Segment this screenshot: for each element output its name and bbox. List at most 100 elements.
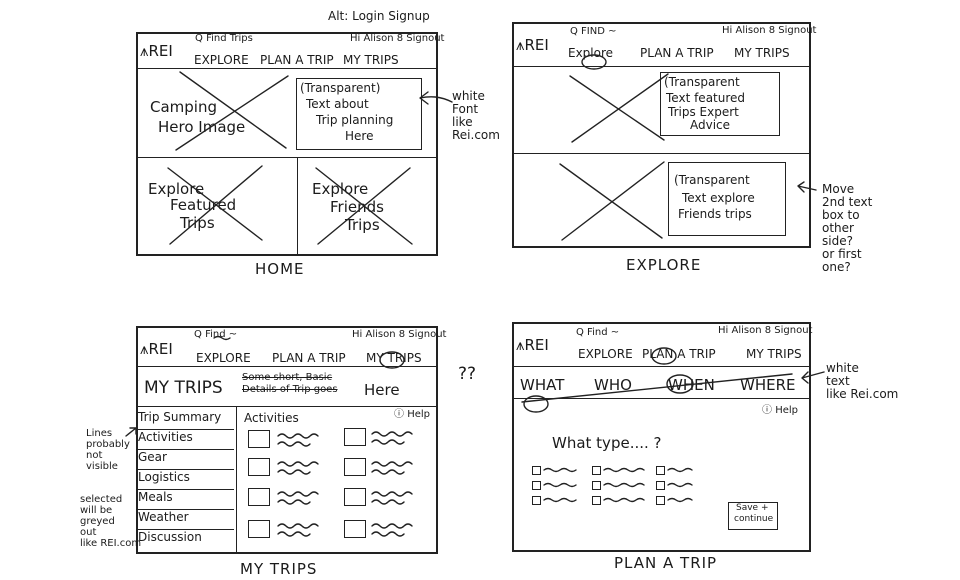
home-account[interactable]: Hi Alison 8 Signout bbox=[350, 33, 445, 44]
plan-question: What type.... ? bbox=[552, 434, 662, 452]
home-tile-featured[interactable]: Trips bbox=[180, 214, 215, 232]
option-checkbox[interactable] bbox=[532, 466, 541, 475]
home-tile-featured[interactable]: Explore bbox=[148, 180, 205, 198]
help-icon: ⓘ bbox=[762, 405, 776, 416]
mytrips-nav-plan-a-trip[interactable]: PLAN A TRIP bbox=[272, 351, 346, 365]
mytrips-question-marks: ?? bbox=[458, 364, 477, 384]
mytrips-nav-my-trips[interactable]: MY TRIPS bbox=[366, 351, 422, 365]
save-button-label: continue bbox=[734, 514, 774, 524]
activity-thumbnail[interactable] bbox=[344, 428, 366, 446]
option-checkbox[interactable] bbox=[592, 481, 601, 490]
home-tile-friends[interactable]: Explore bbox=[312, 180, 369, 198]
mytrips-search[interactable]: Q Find ~ bbox=[194, 329, 238, 340]
plan-step-what[interactable]: WHAT bbox=[520, 376, 565, 394]
mytrips-section-title: Activities bbox=[244, 411, 299, 425]
rei-logo-icon: ⩚ bbox=[140, 340, 149, 358]
home-overlay-box bbox=[296, 78, 422, 150]
explore-account[interactable]: Hi Alison 8 Signout bbox=[722, 25, 817, 36]
explore-overlay-line: Advice bbox=[690, 118, 731, 132]
home-overlay-line: Text about bbox=[306, 97, 369, 111]
activity-thumbnail[interactable] bbox=[248, 430, 270, 448]
mytrips-help[interactable]: ⓘ Help bbox=[394, 409, 430, 420]
mytrips-subheading: Here bbox=[364, 381, 400, 399]
search-icon: Q bbox=[194, 329, 206, 340]
home-header-divider bbox=[136, 68, 438, 69]
option-checkbox[interactable] bbox=[532, 481, 541, 490]
home-nav-explore[interactable]: EXPLORE bbox=[194, 53, 249, 67]
sidebar-item-activities[interactable]: Activities bbox=[138, 430, 234, 450]
mytrips-sidebar-divider bbox=[236, 406, 237, 554]
activity-thumbnail[interactable] bbox=[248, 458, 270, 476]
option-checkbox[interactable] bbox=[592, 466, 601, 475]
plan-search[interactable]: Q Find ~ bbox=[576, 327, 620, 338]
plan-help[interactable]: ⓘ Help bbox=[762, 405, 798, 416]
explore-overlay-line: Text explore bbox=[682, 191, 755, 205]
option-checkbox[interactable] bbox=[656, 496, 665, 505]
home-caption: HOME bbox=[255, 260, 305, 278]
search-icon: Q bbox=[195, 33, 207, 44]
home-hero-divider bbox=[136, 157, 438, 158]
rei-logo-icon: ⩚ bbox=[516, 336, 525, 354]
plan-logo[interactable]: ⩚REI bbox=[516, 336, 549, 354]
sidebar-item-gear[interactable]: Gear bbox=[138, 450, 234, 470]
home-nav-my-trips[interactable]: MY TRIPS bbox=[343, 53, 399, 67]
home-nav-plan-a-trip[interactable]: PLAN A TRIP bbox=[260, 53, 334, 67]
explore-overlay-line: (Transparent bbox=[664, 75, 740, 89]
sidebar-item-discussion[interactable]: Discussion bbox=[138, 530, 202, 544]
home-hero-label-2: Hero Image bbox=[158, 118, 246, 136]
activity-thumbnail[interactable] bbox=[344, 458, 366, 476]
plan-step-when[interactable]: WHEN bbox=[668, 376, 715, 394]
plan-nav-plan-a-trip[interactable]: PLAN A TRIP bbox=[642, 347, 716, 361]
mytrips-logo[interactable]: ⩚REI bbox=[140, 340, 173, 358]
mytrips-nav-explore[interactable]: EXPLORE bbox=[196, 351, 251, 365]
explore-overlay-line: Text featured bbox=[666, 91, 746, 105]
home-tile-featured[interactable]: Featured bbox=[170, 196, 237, 214]
home-overlay-line: Here bbox=[345, 129, 374, 143]
explore-nav-my-trips[interactable]: MY TRIPS bbox=[734, 46, 790, 60]
mytrips-heading: MY TRIPS bbox=[144, 378, 223, 398]
sidebar-item-weather[interactable]: Weather bbox=[138, 510, 234, 530]
explore-overlay-line: (Transparent bbox=[674, 173, 750, 187]
home-logo[interactable]: ⩚REI bbox=[140, 42, 173, 60]
option-checkbox[interactable] bbox=[532, 496, 541, 505]
home-hero-label: Camping bbox=[150, 98, 217, 116]
mytrips-sidebar: Trip Summary Activities Gear Logistics M… bbox=[138, 410, 234, 549]
plan-step-who[interactable]: WHO bbox=[594, 376, 632, 394]
activity-thumbnail[interactable] bbox=[248, 488, 270, 506]
option-checkbox[interactable] bbox=[656, 466, 665, 475]
home-tile-friends[interactable]: Trips bbox=[345, 216, 380, 234]
home-overlay-line: Trip planning bbox=[316, 113, 394, 127]
plan-step-where[interactable]: WHERE bbox=[740, 376, 796, 394]
explore-nav-explore[interactable]: Explore bbox=[568, 46, 614, 60]
mytrips-account[interactable]: Hi Alison 8 Signout bbox=[352, 329, 447, 340]
home-tile-friends[interactable]: Friends bbox=[330, 198, 384, 216]
save-continue-button[interactable] bbox=[728, 502, 778, 530]
sidebar-item-trip-summary[interactable]: Trip Summary bbox=[138, 410, 234, 430]
home-search[interactable]: Q Find Trips bbox=[195, 33, 253, 44]
plan-nav-my-trips[interactable]: MY TRIPS bbox=[746, 347, 802, 361]
home-overlay-line: (Transparent) bbox=[300, 81, 381, 95]
plan-nav-explore[interactable]: EXPLORE bbox=[578, 347, 633, 361]
option-checkbox[interactable] bbox=[592, 496, 601, 505]
mytrips-caption: MY TRIPS bbox=[240, 560, 318, 578]
plan-account[interactable]: Hi Alison 8 Signout bbox=[718, 325, 813, 336]
activity-thumbnail[interactable] bbox=[248, 520, 270, 538]
explore-overlay-line: Trips Expert bbox=[668, 105, 739, 119]
activity-thumbnail[interactable] bbox=[344, 520, 366, 538]
explore-nav-plan-a-trip[interactable]: PLAN A TRIP bbox=[640, 46, 714, 60]
sidebar-item-meals[interactable]: Meals bbox=[138, 490, 234, 510]
home-tile-divider bbox=[297, 157, 298, 256]
activity-thumbnail[interactable] bbox=[344, 488, 366, 506]
explore-logo[interactable]: ⩚REI bbox=[516, 36, 549, 54]
sidebar-item-logistics[interactable]: Logistics bbox=[138, 470, 234, 490]
save-button-label: Save + bbox=[736, 503, 769, 513]
explore-search[interactable]: Q FIND ~ bbox=[570, 26, 617, 37]
mytrips-title-divider bbox=[136, 406, 438, 407]
option-checkbox[interactable] bbox=[656, 481, 665, 490]
plan-header-divider bbox=[512, 366, 811, 367]
